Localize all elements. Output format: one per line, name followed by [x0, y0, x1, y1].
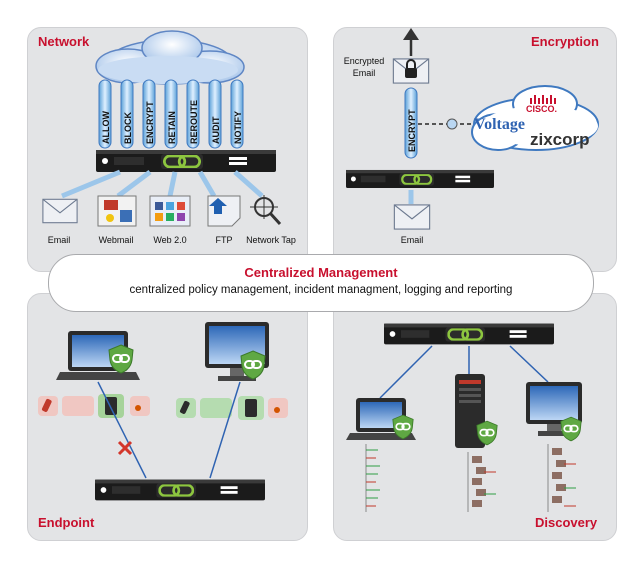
channel-network-tap-label: Network Tap: [246, 235, 296, 245]
encrypt-pillar: [404, 87, 418, 159]
discovery-links: [379, 345, 549, 399]
file-tree-right: [547, 444, 576, 512]
cisco-bars-icon: [530, 95, 556, 104]
network-title: Network: [38, 34, 90, 49]
blocked-x-icon: [117, 440, 133, 456]
action-allow: ALLOW: [101, 111, 111, 144]
encryption-title: Encryption: [531, 34, 599, 49]
action-encrypt: ENCRYPT: [145, 101, 155, 144]
channel-ftp-label: FTP: [215, 235, 233, 245]
network-tap-icon: [250, 195, 282, 226]
encryption-panel: [333, 27, 617, 272]
left-devices: [38, 394, 150, 418]
encryption-appliance-icon: [346, 170, 494, 188]
channel-email-label: Email: [47, 235, 71, 245]
action-notify: NOTIFY: [233, 111, 243, 144]
discovery-appliance-icon: [384, 324, 554, 345]
encrypted-email-icon: [392, 58, 430, 84]
partner-zixcorp: zixcorp: [530, 130, 590, 149]
encryption-email-icon: [393, 204, 431, 230]
endpoint-appliance-icon: [95, 480, 265, 501]
web2-icon: [149, 195, 191, 227]
partner-cloud: [471, 85, 599, 151]
encrypted-email-label-line1: Encrypted: [343, 56, 385, 66]
discovery-desktop-shield-icon: [560, 416, 582, 442]
network-appliance-icon: [96, 150, 276, 172]
ftp-icon: [207, 195, 241, 227]
action-reroute: REROUTE: [189, 99, 199, 144]
encrypted-email-label-line2: Email: [352, 68, 376, 78]
endpoint-title: Endpoint: [38, 515, 95, 530]
key-link: [418, 118, 476, 130]
channel-web2-label: Web 2.0: [153, 235, 187, 245]
partner-cisco: CISCO.: [526, 104, 558, 114]
discovery-desktop-icon: [526, 382, 582, 436]
action-retain: RETAIN: [167, 111, 177, 144]
encrypt-action-label: ENCRYPT: [407, 109, 417, 152]
partner-voltage: Voltage: [474, 116, 525, 133]
webmail-icon: [97, 195, 137, 227]
file-tree-left: [365, 444, 380, 512]
encryption-email-label: Email: [400, 235, 424, 245]
upload-arrow-icon: [403, 28, 419, 56]
endpoint-links: [97, 381, 241, 479]
action-pillars: [98, 79, 244, 149]
channel-webmail-label: Webmail: [98, 235, 134, 245]
management-subtitle: centralized policy management, incident …: [129, 284, 513, 296]
centralized-management-box: Centralized Management centralized polic…: [48, 254, 594, 312]
right-devices: [176, 396, 288, 420]
management-title: Centralized Management: [244, 265, 398, 280]
desktop-shield-icon: [240, 350, 266, 380]
action-block: BLOCK: [123, 112, 133, 144]
discovery-title: Discovery: [535, 515, 598, 530]
email-icon: [42, 198, 78, 224]
network-links: [61, 169, 264, 199]
file-tree-middle: [467, 452, 496, 512]
network-cloud: [95, 30, 245, 85]
action-audit: AUDIT: [211, 116, 221, 145]
